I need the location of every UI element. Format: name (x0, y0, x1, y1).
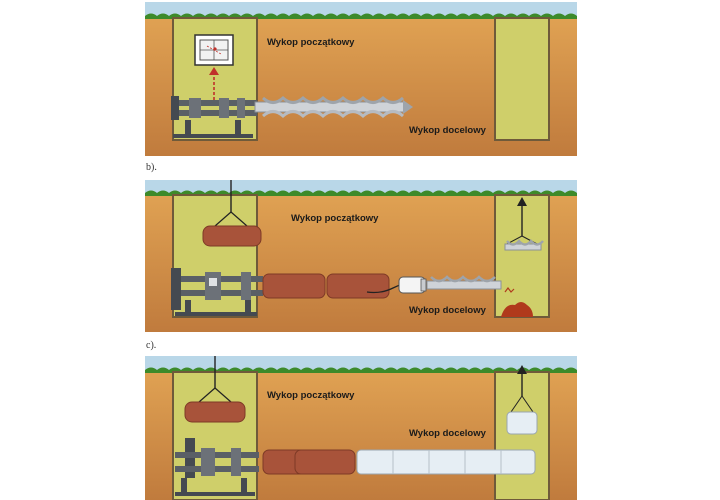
pipe-segment (326, 273, 390, 299)
target-pit-label: Wykop docelowy (409, 305, 487, 316)
lifted-casing (506, 411, 538, 435)
diagram-panel-a: Wykop początkowy Wykop docelowy (145, 2, 577, 156)
auger-icon (426, 275, 502, 290)
target-pit-label: Wykop docelowy (409, 428, 487, 439)
jacking-frame-icon (171, 268, 263, 316)
lift-arrow-icon (510, 365, 534, 413)
suspended-pipe (184, 401, 246, 423)
start-pit-label: Wykop początkowy (267, 37, 355, 48)
pipe-segment (294, 449, 356, 475)
panel-c-svg: Wykop początkowy Wykop docelowy (145, 356, 577, 500)
lifted-auger (504, 239, 544, 251)
suspended-pipe (202, 225, 262, 247)
diagram-panel-c: Wykop początkowy Wykop docelowy (145, 356, 577, 500)
jacking-frame-icon (175, 438, 259, 496)
boring-machine (171, 96, 257, 138)
auger-icon (254, 95, 413, 119)
start-pit-label: Wykop początkowy (291, 213, 379, 224)
diagram-panel-b: Wykop początkowy Wykop docelowy (145, 180, 577, 332)
crane-hook-icon (198, 356, 232, 403)
laser-guide-line (209, 67, 219, 102)
panel-b-svg: Wykop początkowy Wykop docelowy (145, 180, 577, 332)
panel-label-b: b). (146, 162, 157, 173)
cutting-head (398, 276, 427, 294)
spoil-pile-icon (501, 302, 533, 317)
pipe-segment (262, 273, 326, 299)
crane-hook-icon (214, 180, 248, 227)
falling-spoil (504, 287, 515, 293)
target-pit (494, 17, 550, 141)
panel-label-c: c). (146, 340, 157, 351)
start-pit-label: Wykop początkowy (267, 390, 355, 401)
panel-a-svg: Wykop początkowy Wykop docelowy (145, 2, 577, 156)
theodolite-icon (194, 34, 234, 66)
casing-pipe (356, 449, 536, 475)
target-pit-label: Wykop docelowy (409, 125, 487, 136)
